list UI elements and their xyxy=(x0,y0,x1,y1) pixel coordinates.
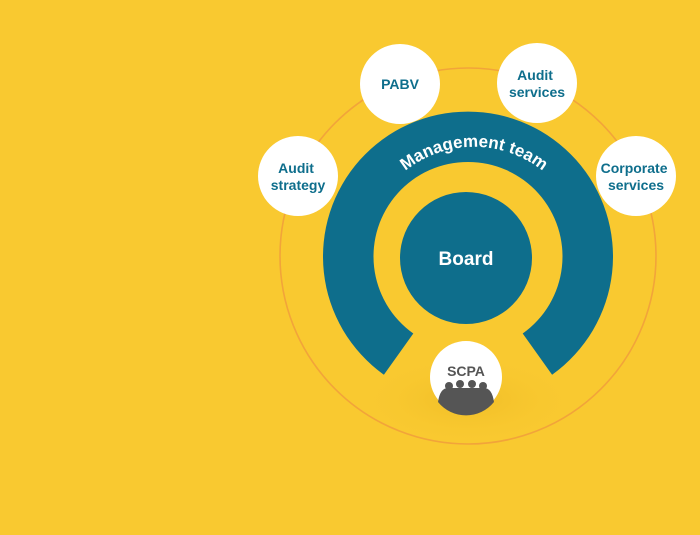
svg-text:Corporate services: Corporate services xyxy=(601,160,672,193)
audit-strategy-node: Audit strategy xyxy=(258,136,338,216)
audit-services-label-line2: services xyxy=(509,84,565,100)
management-team-arc xyxy=(322,111,613,375)
corporate-services-label-line1: Corporate xyxy=(601,160,668,176)
audit-strategy-label-line2: strategy xyxy=(271,177,326,193)
svg-text:Audit strategy: Audit strategy xyxy=(271,160,326,193)
board-node xyxy=(400,192,532,324)
audit-services-node: Audit services xyxy=(497,43,577,123)
board-label: Board xyxy=(439,249,494,270)
people-group-icon xyxy=(438,380,494,416)
audit-strategy-label-line1: Audit xyxy=(278,160,314,176)
audit-services-label-line1: Audit xyxy=(517,67,553,83)
svg-text:Audit services: Audit services xyxy=(509,67,565,100)
corporate-services-node: Corporate services xyxy=(596,136,676,216)
pabv-node: PABV xyxy=(360,44,440,124)
scpa-label: SCPA xyxy=(447,363,485,379)
corporate-services-label-line2: services xyxy=(608,177,664,193)
pabv-label: PABV xyxy=(381,76,420,92)
scpa-node: SCPA xyxy=(430,341,502,416)
outer-ring xyxy=(279,67,657,445)
